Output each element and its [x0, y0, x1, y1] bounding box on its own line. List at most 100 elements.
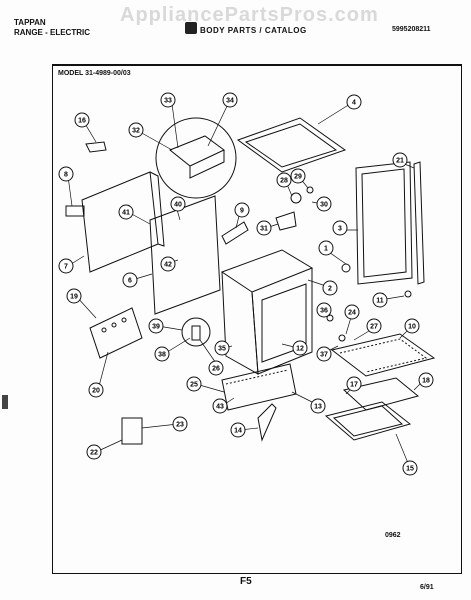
header-subtitle: BODY PARTS / CATALOG — [200, 26, 307, 35]
callout-label: 19 — [70, 294, 78, 301]
brand-logo-icon — [185, 22, 197, 34]
callout-label: 30 — [320, 202, 328, 209]
callout-label: 20 — [92, 388, 100, 395]
callout-6: 6 — [122, 272, 138, 288]
callout-1: 1 — [318, 240, 334, 256]
drawer-panel — [324, 401, 412, 441]
callout-7: 7 — [58, 258, 74, 274]
callout-34: 34 — [222, 92, 238, 108]
callout-18: 18 — [418, 372, 434, 388]
callout-label: 21 — [396, 158, 404, 165]
knob — [65, 205, 85, 217]
header-rule — [52, 64, 462, 66]
callout-label: 22 — [90, 450, 98, 457]
callout-label: 23 — [176, 422, 184, 429]
back-panel — [149, 195, 221, 315]
callout-label: 7 — [64, 264, 68, 271]
callout-label: 37 — [320, 352, 328, 359]
bracket — [221, 221, 249, 245]
callout-10: 10 — [404, 318, 420, 334]
callout-19: 19 — [66, 288, 82, 304]
callout-label: 24 — [348, 310, 356, 317]
callout-16: 16 — [74, 112, 90, 128]
callout-label: 39 — [152, 324, 160, 331]
callout-label: 31 — [260, 226, 268, 233]
oven-door — [355, 161, 413, 285]
callout-33: 33 — [160, 92, 176, 108]
callout-40: 40 — [170, 196, 186, 212]
callout-label: 6 — [128, 278, 132, 285]
callout-label: 10 — [408, 324, 416, 331]
callout-43: 43 — [212, 398, 228, 414]
hinge — [85, 141, 107, 153]
switch-assembly — [121, 417, 143, 445]
callout-15: 15 — [402, 460, 418, 476]
callout-label: 12 — [296, 346, 304, 353]
callout-label: 9 — [240, 208, 244, 215]
product: RANGE - ELECTRIC — [14, 28, 90, 37]
callout-31: 31 — [256, 220, 272, 236]
callout-14: 14 — [230, 422, 246, 438]
callout-38: 38 — [154, 346, 170, 362]
callout-42: 42 — [160, 256, 176, 272]
watermark: AppliancePartsPros.com — [120, 4, 379, 26]
callout-30: 30 — [316, 196, 332, 212]
callout-41: 41 — [118, 204, 134, 220]
oven-side — [221, 271, 259, 375]
callout-label: 35 — [218, 346, 226, 353]
oven-top — [220, 249, 314, 293]
door-gasket — [413, 161, 425, 285]
control-panel — [89, 307, 143, 359]
model-label: MODEL 31-4989-00/03 — [58, 70, 131, 77]
callout-label: 28 — [280, 178, 288, 185]
header-brand-block: TAPPAN RANGE - ELECTRIC — [14, 18, 90, 38]
callout-29: 29 — [290, 168, 306, 184]
callout-label: 25 — [190, 382, 198, 389]
part-drawings — [65, 117, 436, 445]
callout-label: 17 — [350, 382, 358, 389]
callout-11: 11 — [372, 292, 388, 308]
page-number: F5 — [240, 576, 252, 587]
element — [257, 403, 277, 442]
callout-label: 14 — [234, 428, 242, 435]
callout-13: 13 — [310, 398, 326, 414]
oven-rack — [330, 333, 436, 377]
callout-label: 27 — [370, 324, 378, 331]
callout-8: 8 — [58, 166, 74, 182]
callout-27: 27 — [366, 318, 382, 334]
callout-20: 20 — [88, 382, 104, 398]
callout-21: 21 — [392, 152, 408, 168]
reference-code: 0962 — [385, 532, 401, 539]
callout-label: 34 — [226, 98, 234, 105]
callout-label: 16 — [78, 118, 86, 125]
callout-36: 36 — [316, 302, 332, 318]
callout-9: 9 — [234, 202, 250, 218]
top-panel — [236, 117, 347, 173]
callout-37: 37 — [316, 346, 332, 362]
callout-3: 3 — [332, 220, 348, 236]
print-date: 6/91 — [420, 584, 434, 591]
part-number: 5995208211 — [392, 26, 431, 33]
callout-label: 43 — [216, 404, 224, 411]
callout-label: 42 — [164, 262, 172, 269]
broiler-pan — [342, 377, 420, 411]
callout-23: 23 — [172, 416, 188, 432]
callout-label: 11 — [376, 298, 384, 305]
brand: TAPPAN — [14, 18, 46, 27]
callout-25: 25 — [186, 376, 202, 392]
callout-22: 22 — [86, 444, 102, 460]
callout-28: 28 — [276, 172, 292, 188]
callout-26: 26 — [208, 360, 224, 376]
callout-35: 35 — [214, 340, 230, 356]
callout-39: 39 — [148, 318, 164, 334]
callout-4: 4 — [346, 94, 362, 110]
callout-12: 12 — [292, 340, 308, 356]
detail-circle — [155, 117, 237, 199]
callout-label: 33 — [164, 98, 172, 105]
callout-label: 1 — [324, 246, 328, 253]
callout-label: 40 — [174, 202, 182, 209]
callout-label: 36 — [320, 308, 328, 315]
callout-17: 17 — [346, 376, 362, 392]
